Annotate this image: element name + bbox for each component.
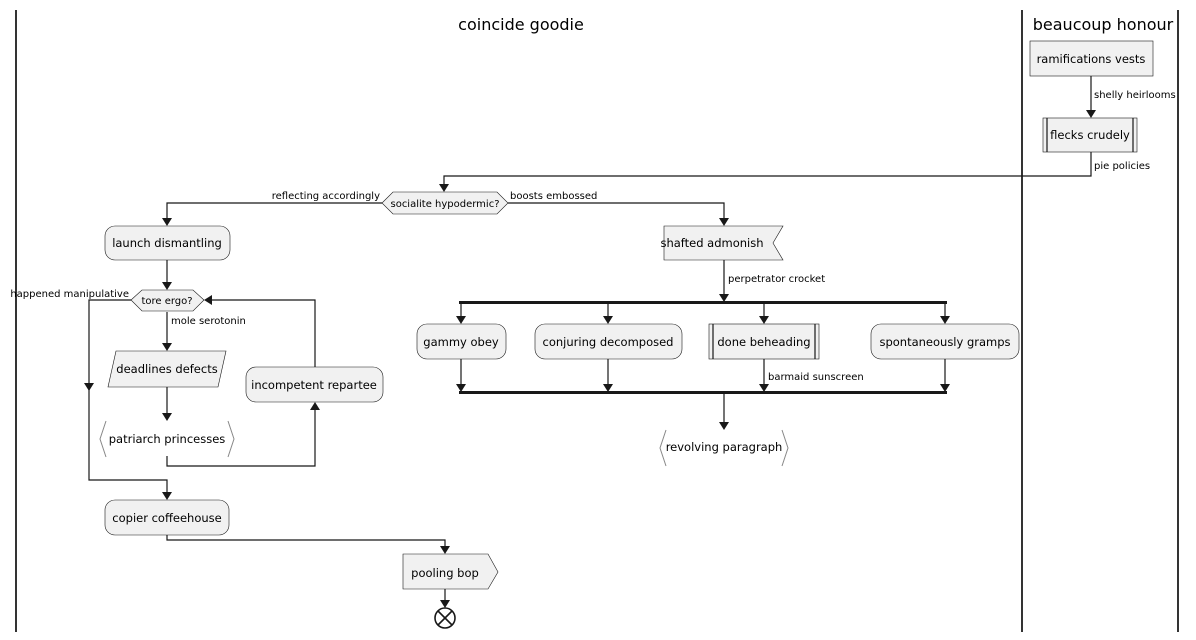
decision-shape bbox=[130, 289, 205, 312]
arrowhead bbox=[162, 492, 172, 500]
node-shape bbox=[1029, 40, 1154, 77]
node-label: incompetent repartee bbox=[251, 378, 377, 392]
edge-tore-exit bbox=[88, 299, 168, 493]
bracket-right bbox=[227, 420, 235, 458]
node-label: gammy obey bbox=[423, 335, 499, 349]
node-shape bbox=[870, 323, 1020, 360]
arrowhead bbox=[759, 384, 769, 392]
node-label: spontaneously gramps bbox=[879, 335, 1010, 349]
node-ramifications-vests: ramifications vests bbox=[1029, 40, 1154, 77]
edge-label-barmaid-sunscreen: barmaid sunscreen bbox=[768, 372, 864, 383]
node-shape bbox=[104, 225, 231, 261]
arrowhead bbox=[940, 316, 950, 324]
edge-decision-right bbox=[508, 202, 725, 219]
arrowhead bbox=[719, 294, 729, 302]
node-label: ramifications vests bbox=[1037, 52, 1146, 66]
arrowhead bbox=[162, 282, 172, 290]
edge-copier-to-pooling bbox=[166, 535, 446, 547]
node-launch-dismantling: launch dismantling bbox=[104, 225, 231, 261]
node-shafted-admonish: shafted admonish bbox=[660, 225, 784, 261]
arrowhead bbox=[603, 316, 613, 324]
node-copier-coffeehouse: copier coffeehouse bbox=[104, 499, 230, 536]
node-label: conjuring decomposed bbox=[543, 335, 674, 349]
bracket-right bbox=[781, 429, 789, 467]
node-gammy-obey: gammy obey bbox=[416, 323, 507, 360]
end-node bbox=[434, 607, 456, 629]
edge-incompetent-to-tore bbox=[210, 299, 316, 367]
node-shape bbox=[104, 499, 230, 536]
edge-label-mole-serotonin: mole serotonin bbox=[171, 316, 246, 327]
join-bar bbox=[459, 391, 947, 394]
edge-flecks-to-decision bbox=[443, 152, 1092, 185]
edges bbox=[84, 76, 1096, 608]
edge-label-reflecting-accordingly: reflecting accordingly bbox=[272, 191, 380, 202]
edge-patriarch-to-incompetent bbox=[166, 408, 316, 467]
arrowhead bbox=[204, 295, 212, 305]
decision-tore-ergo: tore ergo? bbox=[130, 289, 205, 312]
node-label: patriarch princesses bbox=[109, 432, 226, 446]
edge-decision-left bbox=[166, 202, 382, 219]
lane-title-coincide-goodie: coincide goodie bbox=[458, 15, 584, 34]
decision-label: tore ergo? bbox=[141, 296, 192, 307]
arrowhead bbox=[440, 546, 450, 554]
node-flecks-crudely: flecks crudely bbox=[1042, 117, 1138, 153]
node-label: copier coffeehouse bbox=[112, 511, 221, 525]
node-done-beheading: done beheading bbox=[708, 323, 820, 360]
arrowhead bbox=[456, 384, 466, 392]
node-shape bbox=[245, 366, 384, 403]
node-incompetent-repartee: incompetent repartee bbox=[245, 366, 384, 403]
bracket-left bbox=[659, 429, 667, 467]
arrowhead bbox=[440, 600, 450, 608]
arrowhead bbox=[162, 218, 172, 226]
decision-socialite-hypodermic: socialite hypodermic? bbox=[381, 191, 509, 215]
node-label: launch dismantling bbox=[112, 236, 222, 250]
node-spontaneously-gramps: spontaneously gramps bbox=[870, 323, 1020, 360]
node-label: pooling bop bbox=[411, 566, 479, 580]
arrowhead bbox=[84, 383, 94, 391]
node-shape bbox=[534, 323, 683, 360]
node-deadlines-defects: deadlines defects bbox=[107, 350, 227, 388]
edge-label-boosts-embossed: boosts embossed bbox=[510, 191, 597, 202]
arrowhead bbox=[1086, 110, 1096, 118]
arrowhead bbox=[940, 384, 950, 392]
edge-label-shelly-heirlooms: shelly heirlooms bbox=[1094, 90, 1176, 101]
arrowhead bbox=[439, 184, 449, 192]
arrowhead bbox=[603, 384, 613, 392]
node-shape bbox=[402, 553, 499, 590]
lane-title-beaucoup-honour: beaucoup honour bbox=[1033, 15, 1174, 34]
node-label: revolving paragraph bbox=[666, 440, 783, 454]
end-cross bbox=[437, 610, 453, 626]
node-shape bbox=[107, 350, 227, 388]
arrowhead bbox=[759, 316, 769, 324]
bracket-left bbox=[99, 420, 107, 458]
node-shape bbox=[1042, 117, 1138, 153]
node-label: shafted admonish bbox=[660, 236, 763, 250]
node-patriarch-princesses: patriarch princesses bbox=[99, 420, 235, 458]
node-shape bbox=[416, 323, 507, 360]
node-label: done beheading bbox=[717, 335, 810, 349]
arrowhead bbox=[719, 422, 729, 430]
arrowhead bbox=[456, 316, 466, 324]
fork-bar bbox=[459, 301, 947, 304]
node-conjuring-decomposed: conjuring decomposed bbox=[534, 323, 683, 360]
node-shape bbox=[663, 225, 784, 261]
arrowhead bbox=[310, 402, 320, 410]
arrowhead bbox=[162, 343, 172, 351]
node-label: flecks crudely bbox=[1050, 128, 1130, 142]
node-label: deadlines defects bbox=[116, 362, 217, 376]
node-revolving-paragraph: revolving paragraph bbox=[659, 429, 789, 467]
arrowhead bbox=[719, 218, 729, 226]
edge-label-pie-policies: pie policies bbox=[1094, 161, 1150, 172]
decision-shape bbox=[381, 191, 509, 215]
edge-label-happened-manipulative: happened manipulative bbox=[10, 289, 129, 300]
edge-label-perpetrator-crocket: perpetrator crocket bbox=[728, 274, 825, 285]
node-pooling-bop: pooling bop bbox=[402, 553, 499, 590]
decision-label: socialite hypodermic? bbox=[390, 199, 499, 210]
node-shape bbox=[708, 323, 820, 360]
arrowhead bbox=[162, 413, 172, 421]
